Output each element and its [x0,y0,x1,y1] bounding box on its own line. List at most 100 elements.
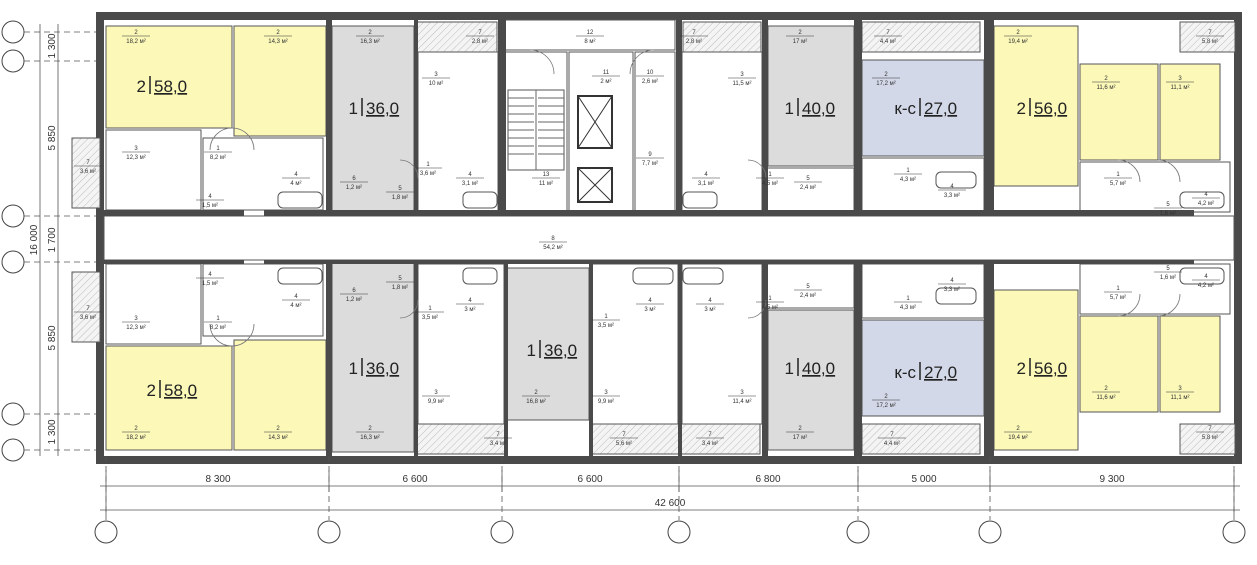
room-tag: 52,4 м² [794,176,822,191]
dimension-chain-bottom: 8 300 6 600 6 600 6 800 5 000 9 300 42 6… [100,470,1240,516]
room-number: 7 [1208,30,1212,36]
room-number: 3 [1178,76,1182,82]
svg-text:40,0: 40,0 [802,359,835,378]
room-number: 2 [368,30,372,36]
dim-bottom-total: 42 600 [655,498,686,509]
room-number: 7 [86,306,90,312]
dim-left-total: 16 000 [29,224,40,255]
room-tag: 214,3 м² [264,426,292,441]
room-number: 3 [434,390,438,396]
room-area: 1,6 м² [1160,275,1176,281]
room-area: 9,9 м² [598,399,614,405]
room-tag: 214,3 м² [264,30,292,45]
room-number: 5 [398,186,402,192]
room-tag: 73,4 м² [484,432,512,447]
room-tag: 39,9 м² [422,390,450,405]
corridor [103,215,1235,261]
room-number: 3 [434,72,438,78]
room-tag: 219,4 м² [1004,426,1032,441]
svg-text:36,0: 36,0 [366,359,399,378]
room-area: 3 м² [644,307,655,313]
room-tag: 43 м² [696,298,724,313]
room-area: 54,2 м² [543,245,562,251]
room-tag: 74,4 м² [874,30,902,45]
room-number: 7 [622,432,626,438]
room-area: 3,6 м² [80,315,96,321]
svg-text:58,0: 58,0 [154,77,187,96]
room-tag: 75,8 м² [1196,426,1224,441]
room-area: 4,5 м² [762,305,778,311]
room-area: 3,3 м² [944,193,960,199]
room-area: 19,4 м² [1008,435,1027,441]
room-area: 3,6 м² [80,169,96,175]
room-number: 10 [647,70,654,76]
room-number: 4 [950,184,954,190]
svg-text:36,0: 36,0 [366,99,399,118]
svg-text:2: 2 [1017,99,1026,118]
svg-text:1: 1 [785,359,794,378]
room-tag: 311,4 м² [728,390,756,405]
room-number: 4 [708,298,712,304]
room-area: 18,2 м² [126,435,145,441]
room-area: 8,2 м² [210,325,226,331]
room-tag: 51,8 м² [386,276,414,291]
room-number: 7 [1208,426,1212,432]
room-tag: 43,1 м² [692,172,720,187]
room-area: 19,4 м² [1008,39,1027,45]
room-area: 3,1 м² [698,181,714,187]
room-tag: 44 м² [282,294,310,309]
room-area: 4,2 м² [1198,283,1214,289]
room-tag: 52,4 м² [794,284,822,299]
room-tag: 75,6 м² [610,432,638,447]
room-number: 4 [648,298,652,304]
axis-markers-bottom [94,456,1246,544]
room-area: 12,3 м² [126,325,145,331]
room-area: 4,3 м² [900,305,916,311]
bathtubs [277,171,1225,305]
room-tag: 311,5 м² [728,72,756,87]
room-number: 3 [134,146,138,152]
dimension-chain-left: 1 300 5 850 1 700 5 850 1 300 16 000 [29,24,59,456]
room-number: 4 [294,294,298,300]
svg-text:27,0: 27,0 [924,99,957,118]
room-tag: 216,3 м² [356,426,384,441]
room-number: 3 [740,72,744,78]
balconies [71,21,1236,455]
room-tag: 217,2 м² [872,394,900,409]
room-number: 1 [906,168,910,174]
room-number: 2 [1104,76,1108,82]
room-area: 3,6 м² [420,171,436,177]
room-tag: 217 м² [786,426,814,441]
room-area: 4 м² [290,181,301,187]
room-number: 6 [352,288,356,294]
dim-bottom-1: 8 300 [205,474,230,485]
room-number: 2 [798,30,802,36]
room-tag: 13,5 м² [592,314,620,329]
room-area: 8,2 м² [210,155,226,161]
room-tag: 112 м² [592,70,620,85]
room-number: 7 [692,30,696,36]
room-tag: 73,4 м² [696,432,724,447]
room-number: 5 [806,176,810,182]
room-number: 7 [890,432,894,438]
room-number: 1 [216,316,220,322]
room-tag: 44,2 м² [1192,192,1220,207]
dim-bottom-5: 5 000 [911,474,936,485]
room-number: 7 [86,160,90,166]
room-number: 13 [543,172,550,178]
dim-bottom-3: 6 600 [577,474,602,485]
room-number: 5 [806,284,810,290]
room-number: 7 [886,30,890,36]
room-tag: 13,5 м² [416,306,444,321]
svg-text:1: 1 [349,99,358,118]
room-area: 3,3 м² [944,287,960,293]
room-area: 11,1 м² [1170,85,1189,91]
room-area: 3,5 м² [422,315,438,321]
room-tag: 72,8 м² [466,30,494,45]
room-tag: 218,2 м² [122,426,150,441]
room-area: 2,8 м² [686,39,702,45]
